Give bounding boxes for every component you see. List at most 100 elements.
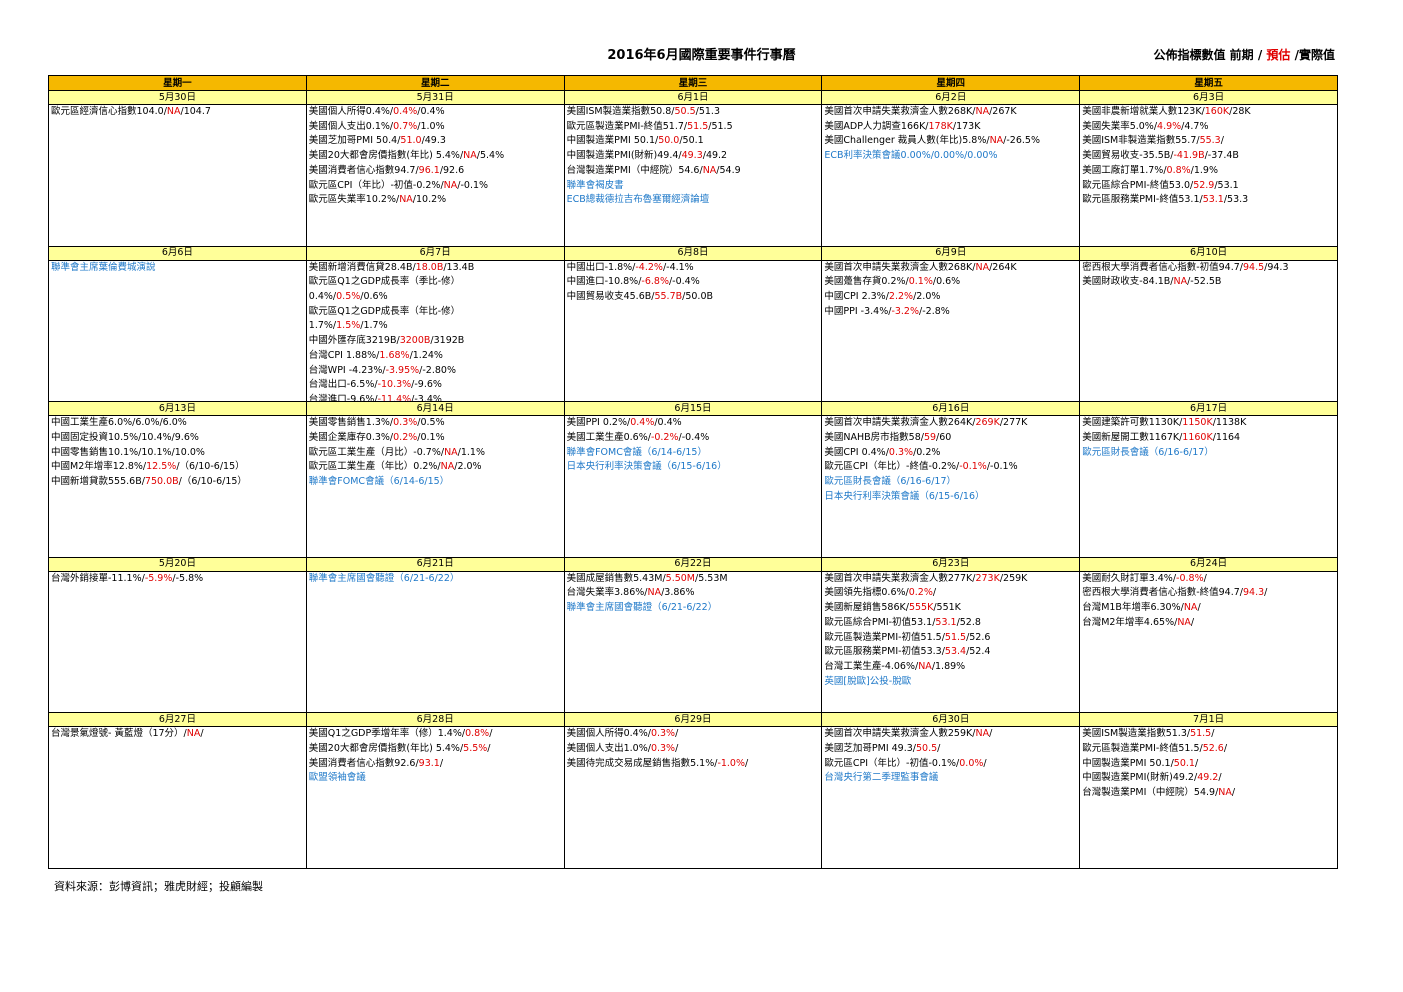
- event-note: 日本央行利率決策會議（6/15-6/16）: [566, 461, 727, 473]
- event-list: 美國首次申請失業救濟金人數259K/NA/美國芝加哥PMI 49.3/50.5/…: [822, 727, 1079, 867]
- indicator-actual: /49.3: [421, 135, 446, 147]
- indicator-actual: /5.53M: [695, 572, 728, 584]
- indicator-actual: /28K: [1229, 106, 1251, 118]
- indicator-prior: 美國ADP人力調查166K/: [824, 120, 929, 132]
- date-cell: 6月30日: [821, 712, 1081, 728]
- indicator-prior: 美國成屋銷售數5.43M/: [566, 572, 666, 584]
- indicator-estimate: 96.1: [418, 164, 440, 176]
- indicator-prior: 美國新屋開工數1167K/: [1082, 431, 1183, 443]
- indicator-actual: /1138K: [1212, 417, 1247, 429]
- indicator-estimate: NA: [1173, 276, 1188, 288]
- indicator-actual: /264K: [989, 261, 1017, 273]
- indicator-actual: /13.4B: [443, 261, 475, 273]
- indicator-prior: 美國芝加哥PMI 49.3/: [824, 743, 916, 755]
- page-title: 2016年6月國際重要事件行事曆: [607, 48, 796, 63]
- day-cell: 美國PPI 0.2%/0.4%/0.4%美國工業生產0.6%/-0.2%/-0.…: [563, 415, 823, 558]
- indicator-line: 美國20大都會房價指數(年比) 5.4%/5.5%/: [309, 742, 562, 757]
- indicator-line: 歐元區失業率10.2%/NA/10.2%: [309, 193, 562, 208]
- indicator-line: 美國NAHB房市指數58/59/60: [824, 431, 1077, 446]
- indicator-estimate: NA: [975, 261, 990, 273]
- indicator-actual: /: [1223, 743, 1228, 755]
- indicator-prior: 歐元區CPI（年比）-終值-0.2%/: [824, 461, 960, 473]
- date-cell: 6月28日: [305, 712, 565, 728]
- indicator-prior: 美國Q1之GDP季增年率（修）1.4%/: [308, 728, 466, 740]
- indicator-actual: /: [1264, 587, 1268, 599]
- indicator-actual: /: [1218, 772, 1222, 784]
- indicator-actual: /94.3: [1264, 261, 1289, 273]
- indicator-prior: 美國NAHB房市指數58/: [824, 431, 924, 443]
- indicator-prior: 0.4%/: [308, 291, 337, 303]
- indicator-estimate: 50.0: [658, 135, 680, 147]
- indicator-actual: /0.5%: [417, 417, 445, 429]
- indicator-prior: 中國製造業PMI(財新)49.4/: [566, 150, 682, 162]
- indicator-actual: /0.2%: [913, 446, 941, 458]
- indicator-actual: /-3.4%: [411, 393, 442, 401]
- indicator-actual: /: [1220, 135, 1224, 147]
- indicator-line: 美國貿易收支-35.5B/-41.9B/-37.4B: [1082, 149, 1335, 164]
- date-cell: 6月29日: [563, 712, 823, 728]
- indicator-estimate: 49.2: [1197, 772, 1219, 784]
- day-cell: 中國出口-1.8%/-4.2%/-4.1%中國進口-10.8%/-6.8%/-0…: [563, 259, 823, 403]
- event-list: 美國耐久財訂單3.4%/-0.8%/密西根大學消費者信心指數-終值94.7/94…: [1080, 572, 1337, 712]
- indicator-prior: 美國財政收支-84.1B/: [1082, 276, 1174, 288]
- indicator-actual: /92.6: [439, 164, 465, 176]
- date-cell: 5月30日: [48, 89, 307, 106]
- date-cell: 6月22日: [563, 556, 823, 572]
- indicator-prior: 歐元區Q1之GDP成長率（年比-修）: [308, 305, 461, 317]
- indicator-prior: 美國20大都會房價指數(年比) 5.4%/: [308, 743, 464, 755]
- weekday-header: 星期一: [48, 75, 307, 91]
- indicator-estimate: -6.8%: [641, 276, 669, 288]
- indicator-line: 美國CPI 0.4%/0.3%/0.2%: [824, 446, 1077, 461]
- indicator-line: 歐元區CPI（年比）-初值-0.2%/NA/-0.1%: [309, 179, 562, 194]
- indicator-estimate: 51.5: [944, 631, 967, 643]
- indicator-actual: /-2.8%: [919, 305, 950, 317]
- indicator-prior: 中國M2年增率12.8%/: [51, 461, 147, 473]
- indicator-line: 中國製造業PMI 50.1/50.0/50.1: [567, 134, 820, 149]
- indicator-actual: /: [1190, 616, 1195, 628]
- legend-estimate: 預估: [1266, 48, 1291, 62]
- indicator-estimate: 18.0B: [415, 261, 444, 273]
- indicator-estimate: 5.50M: [665, 572, 696, 584]
- indicator-estimate: NA: [444, 446, 458, 458]
- indicator-line: 0.4%/0.5%/0.6%: [309, 290, 562, 305]
- indicator-line: 中國出口-1.8%/-4.2%/-4.1%: [567, 261, 820, 276]
- indicator-prior: 中國貿易收支45.6B/: [566, 291, 655, 303]
- indicator-prior: 美國首次申請失業救濟金人數277K/: [824, 572, 976, 584]
- indicator-estimate: -0.2%: [650, 431, 679, 443]
- indicator-actual: /53.1: [1214, 179, 1239, 191]
- indicator-actual: /1.9%: [1190, 164, 1219, 176]
- indicator-estimate: 273K: [975, 572, 1000, 584]
- date-cell: 6月7日: [305, 245, 565, 261]
- indicator-line: 美國財政收支-84.1B/NA/-52.5B: [1082, 275, 1335, 290]
- indicator-prior: 美國首次申請失業救濟金人數268K/: [824, 106, 976, 118]
- indicator-line: 美國個人所得0.4%/0.4%/0.4%: [309, 105, 562, 120]
- indicator-line: 歐元區CPI（年比）-終值-0.2%/-0.1%/-0.1%: [824, 460, 1077, 475]
- indicator-line: 美國失業率5.0%/4.9%/4.7%: [1082, 120, 1335, 135]
- event-note: 聯準會主席葉倫費城演說: [51, 261, 156, 273]
- indicator-estimate: -5.9%: [144, 572, 173, 584]
- indicator-actual: /51.5: [708, 120, 733, 132]
- indicator-estimate: NA: [463, 150, 477, 162]
- indicator-prior: 美國ISM製造業指數50.8/: [566, 106, 675, 118]
- indicator-prior: 歐元區製造業PMI-初值51.5/: [824, 631, 945, 643]
- weekday-header: 星期四: [821, 75, 1081, 91]
- date-cell: 6月24日: [1079, 556, 1338, 572]
- indicator-estimate: -3.2%: [891, 305, 920, 317]
- day-cell: 台灣景氣燈號- 黃藍燈（17分）/NA/: [48, 726, 307, 869]
- indicator-line: 美國ADP人力調查166K/178K/173K: [824, 120, 1077, 135]
- event-note: 歐元區財長會議（6/16-6/17）: [1082, 446, 1214, 458]
- indicator-actual: /10.2%: [412, 194, 447, 206]
- date-cell: 6月16日: [821, 401, 1081, 417]
- legend: 公佈指標數值 前期 / 預估 /實際值: [1154, 46, 1336, 63]
- indicator-line: 歐元區經濟信心指數104.0/NA/104.7: [51, 105, 304, 120]
- indicator-estimate: 53.4: [944, 646, 967, 658]
